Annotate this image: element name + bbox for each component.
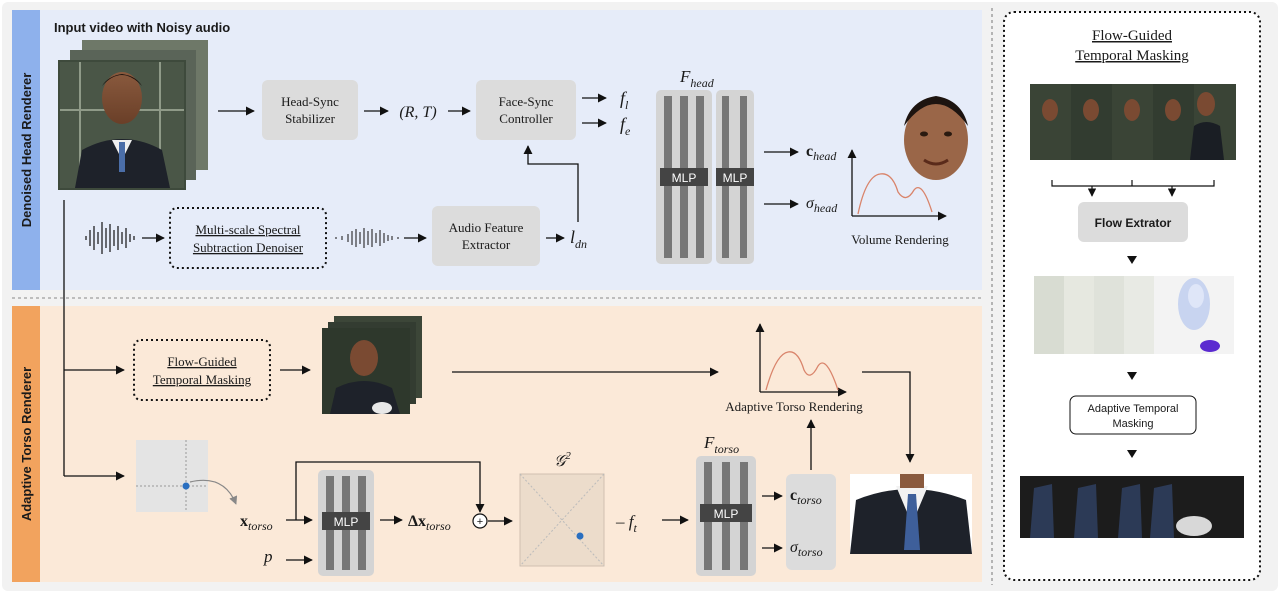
controller-label-2: Controller — [499, 111, 553, 126]
rendered-head-image — [904, 96, 968, 180]
f-l-symbol: fl — [620, 88, 629, 112]
arrow-to-masked-strip — [1127, 450, 1137, 458]
sigma-torso-symbol: σtorso — [790, 539, 823, 559]
flow-extractor-box[interactable] — [1078, 202, 1188, 242]
denoiser-label-2: Subtraction Denoiser — [193, 240, 304, 255]
input-title: Input video with Noisy audio — [54, 20, 230, 35]
right-panel-title-2: Temporal Masking — [1075, 48, 1189, 64]
stabilizer-box[interactable] — [262, 80, 358, 140]
x-torso-symbol: xtorso — [240, 513, 273, 533]
clean-waveform — [335, 228, 399, 248]
stabilizer-label-1: Head-Sync — [281, 94, 339, 109]
mlp-head-block — [656, 90, 754, 264]
controller-label-1: Face-Sync — [499, 94, 554, 109]
skip-connection — [295, 461, 485, 520]
right-panel-title-1: Flow-Guided — [1092, 28, 1172, 44]
head-section-strip — [12, 10, 40, 290]
torso-rendering-label: Adaptive Torso Rendering — [725, 399, 863, 414]
arrow-to-flow-maps — [1127, 256, 1137, 264]
head-section-label: Denoised Head Renderer — [19, 73, 34, 228]
adaptive-masking-box[interactable] — [1069, 395, 1197, 435]
mlp-head-label-1: MLP — [672, 171, 697, 185]
flow-maps-strip — [1034, 276, 1234, 354]
f-torso-symbol: Ftorso — [703, 433, 739, 456]
pose-symbol: (R, T) — [399, 104, 436, 121]
arrow-ldn-controller — [523, 145, 579, 222]
g2-plane — [519, 473, 605, 567]
torso-output-box — [786, 474, 836, 570]
f-e-symbol: fe — [620, 114, 631, 138]
mlp-torso-label: MLP — [714, 507, 739, 521]
audio-extractor-box[interactable] — [432, 206, 540, 266]
arrow-to-masking — [1127, 372, 1137, 380]
c-torso-symbol: ctorso — [790, 487, 822, 507]
sum-node-symbol: + — [477, 516, 483, 528]
torso-masking-label-1: Flow-Guided — [167, 354, 237, 369]
mlp-torso-deform-block — [318, 470, 374, 576]
sigma-head-symbol: σhead — [806, 195, 838, 215]
mlp-torso-block — [696, 456, 756, 576]
torso-section-strip — [12, 306, 40, 582]
torso-masking-box[interactable] — [133, 339, 271, 401]
p-symbol: p — [263, 547, 273, 566]
l-dn-symbol: ldn — [570, 227, 587, 251]
arrow-rendering-output — [862, 371, 915, 463]
c-head-symbol: chead — [806, 143, 837, 163]
delta-x-symbol: Δxtorso — [408, 513, 451, 533]
audio-extractor-label-1: Audio Feature — [449, 220, 524, 235]
rendered-torso-image — [850, 474, 972, 554]
stabilizer-label-2: Stabilizer — [285, 111, 335, 126]
input-video-stack — [58, 40, 208, 190]
frames-strip — [1030, 84, 1236, 160]
noisy-waveform — [85, 222, 135, 254]
point-grid — [136, 440, 238, 512]
masked-frames-stack — [322, 316, 422, 414]
controller-box[interactable] — [476, 80, 576, 140]
adaptive-masking-label-2: Masking — [1113, 418, 1154, 430]
g2-symbol: 𝒢2 — [554, 450, 571, 470]
flow-extractor-label: Flow Extrator — [1095, 216, 1172, 230]
masked-output-strip — [1020, 476, 1244, 538]
volume-rendering-label: Volume Rendering — [851, 232, 949, 247]
adaptive-masking-label-1: Adaptive Temporal — [1088, 403, 1179, 415]
strip-bracket — [1051, 180, 1215, 187]
audio-extractor-label-2: Extractor — [462, 237, 511, 252]
mlp-head-label-2: MLP — [723, 171, 748, 185]
volume-rendering-plot — [847, 149, 947, 221]
denoiser-box[interactable] — [169, 207, 327, 269]
torso-rendering-plot — [755, 323, 847, 397]
sum-node — [472, 513, 488, 529]
mlp-torso-deform-label: MLP — [334, 515, 359, 529]
f-t-symbol: – ft — [615, 512, 637, 535]
torso-masking-label-2: Temporal Masking — [153, 372, 252, 387]
denoiser-label-1: Multi-scale Spectral — [195, 222, 300, 237]
f-head-symbol: Fhead — [679, 67, 715, 90]
torso-section-label: Adaptive Torso Renderer — [19, 367, 34, 521]
